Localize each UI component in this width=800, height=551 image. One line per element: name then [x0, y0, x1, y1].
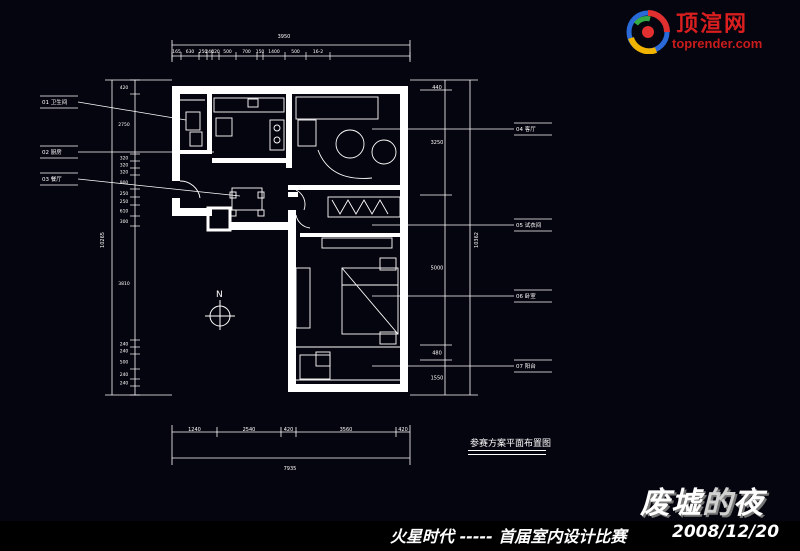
room-label-05: 05 试衣间 — [516, 221, 541, 229]
site-logo: 顶渲网 toprender.com — [626, 6, 786, 62]
dim-left-segment: 610 — [120, 209, 129, 215]
dim-top-segment: 1400 — [268, 49, 280, 55]
dim-left-total: 10265 — [100, 232, 106, 248]
dim-top-segment: 500 — [223, 49, 232, 55]
dim-top-segment: 630 — [186, 49, 195, 55]
caption-underline — [468, 450, 546, 451]
dim-right-segment: 5000 — [431, 266, 444, 272]
site-logo-title: 顶渲网 — [676, 12, 749, 37]
dim-bottom-segment: 420 — [284, 427, 294, 433]
dim-top-segment: 700 — [242, 49, 251, 55]
dim-top-segment: 150 — [256, 49, 265, 55]
dim-top-segment: 250 — [199, 49, 208, 55]
dim-right-total: 10362 — [474, 232, 480, 248]
dim-left-segment: 320 — [120, 156, 129, 162]
plan-caption: 参赛方案平面布置图 — [470, 439, 552, 449]
brand-text-c: 夜 — [733, 486, 764, 521]
dim-top-segment: 500 — [291, 49, 300, 55]
site-logo-url: toprender.com — [672, 36, 763, 51]
dim-left-segment: 320 — [120, 163, 129, 169]
dim-bottom-segment: 2540 — [243, 427, 256, 433]
dim-left-segment: 240 — [120, 349, 129, 355]
footer-event: 火星时代 ----- 首届室内设计比赛 — [390, 527, 627, 546]
footer-bar — [0, 521, 800, 551]
caption-underline-2 — [468, 454, 546, 455]
dim-right-segment: 440 — [432, 85, 442, 91]
swirl-logo-icon — [626, 10, 670, 54]
dim-left-segment: 240 — [120, 372, 129, 378]
dim-left-segment: 250 — [120, 191, 129, 197]
room-label-04: 04 客厅 — [516, 125, 536, 133]
north-arrow-icon — [205, 300, 235, 330]
dim-top-segment: 16-2 — [313, 49, 323, 55]
dim-left-segment: 320 — [120, 170, 129, 176]
dim-left-segment: 240 — [120, 381, 129, 387]
dim-right-segment: 1550 — [431, 376, 444, 382]
north-label: N — [216, 290, 223, 300]
room-label-06: 06 卧室 — [516, 292, 536, 300]
dim-top-segment: 165 — [172, 49, 181, 55]
dim-left-segment: 2750 — [118, 122, 130, 128]
brand-text-b: 的 — [702, 486, 733, 521]
dim-top-segment: 240 — [205, 49, 214, 55]
dim-bottom-segment: 1240 — [188, 427, 201, 433]
dim-left-segment: 500 — [120, 360, 129, 366]
dim-left-segment: 250 — [120, 199, 129, 205]
room-label-03: 03 餐厅 — [42, 175, 62, 183]
room-label-07: 07 阳台 — [516, 362, 536, 370]
dim-bottom-segment: 420 — [398, 427, 408, 433]
dim-right-segment: 480 — [432, 351, 442, 357]
dim-left-segment: 300 — [120, 219, 129, 225]
dim-left-segment: 3810 — [118, 281, 130, 287]
dim-left-segment: 240 — [120, 342, 129, 348]
dim-right-segment: 3250 — [431, 140, 444, 146]
dim-top-total: 3950 — [278, 34, 291, 40]
dim-bottom-segment: 3560 — [340, 427, 353, 433]
footer-date: 2008/12/20 — [672, 522, 780, 542]
room-label-01: 01 卫生间 — [42, 98, 67, 106]
brand-text-a: 废墟 — [640, 486, 702, 521]
brand-title: 废墟的夜 — [640, 478, 764, 522]
room-label-02: 02 厨房 — [42, 148, 62, 156]
dim-bottom-total: 7935 — [284, 466, 297, 472]
dim-left-segment: 420 — [120, 85, 129, 91]
dim-top-segment: 420 — [211, 49, 220, 55]
dim-left-segment: 900 — [120, 180, 129, 186]
